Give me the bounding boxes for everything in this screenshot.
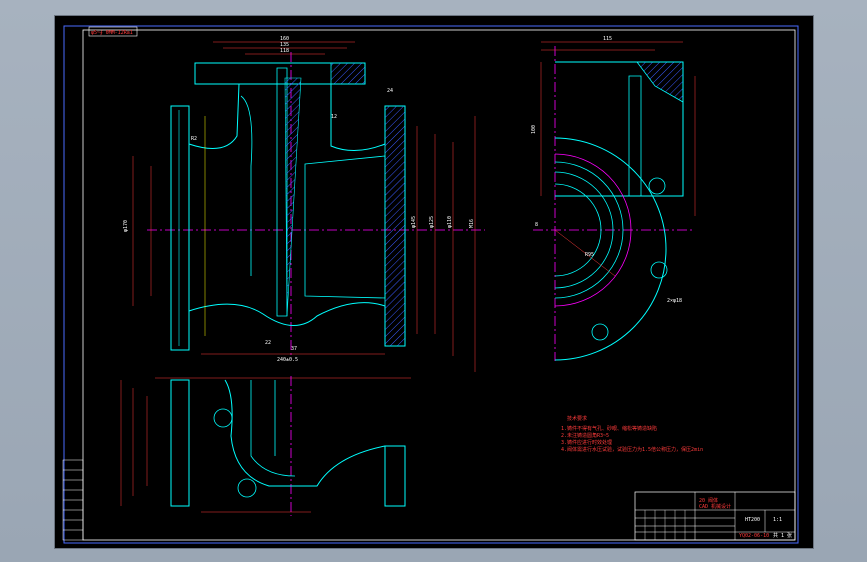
dim-front-1: 135 — [280, 42, 289, 48]
title-drawing-no: YQ02-06-10 — [739, 533, 769, 539]
front-section-view: 160 135 118 24 12 R2 φ170 φ145 φ125 φ110… — [123, 36, 485, 372]
side-view: 115 100 R95 8 2×φ18 — [531, 36, 696, 361]
bottom-view — [120, 376, 411, 516]
dim-front-4: 12 — [331, 114, 337, 120]
title-block: 20 阀体 CAD 机械设计 HT200 1:1 YQ02-06-10 共 1 … — [634, 491, 796, 541]
dim-front-12: 37 — [291, 346, 297, 352]
dim-front-6: φ170 — [123, 220, 129, 232]
dim-front-2: 118 — [280, 48, 289, 54]
dim-front-7: φ145 — [411, 216, 417, 228]
corner-tag-box — [88, 26, 138, 37]
dim-front-3: 24 — [387, 88, 393, 94]
tech-note-2: 2.未注铸造圆角R3~5 — [561, 432, 609, 439]
dim-front-0: 160 — [280, 36, 289, 42]
cad-viewport[interactable]: φ5~∮ 0MM-12Ra1 — [55, 16, 813, 548]
technical-notes: 技术要求 1.铸件不得有气孔、砂眼、缩松等铸造缺陷 2.未注铸造圆角R3~5 3… — [561, 415, 703, 453]
corner-tag-text: φ5~∮ 0MM-12Ra1 — [91, 30, 133, 36]
dim-front-13: 240±0.5 — [277, 357, 298, 363]
title-scale: 1:1 — [773, 517, 782, 523]
tech-notes-title: 技术要求 — [567, 415, 587, 422]
dim-side-3: 8 — [535, 222, 538, 228]
dim-front-8: φ125 — [429, 216, 435, 228]
outer-frame — [63, 25, 799, 544]
dim-side-4: 2×φ18 — [667, 298, 682, 304]
title-material: HT200 — [745, 517, 760, 523]
dim-front-10: M16 — [469, 219, 475, 228]
inner-frame — [82, 29, 796, 541]
tech-note-3: 3.铸件应进行时效处理 — [561, 439, 612, 446]
dim-front-11: 22 — [265, 340, 271, 346]
dim-side-0: 115 — [603, 36, 612, 42]
title-part-name: 20 阀体 — [699, 497, 718, 504]
drawing-canvas[interactable]: φ5~∮ 0MM-12Ra1 — [55, 16, 813, 548]
title-part-sub: CAD 机械设计 — [699, 503, 731, 510]
tech-note-1: 1.铸件不得有气孔、砂眼、缩松等铸造缺陷 — [561, 425, 657, 432]
tech-note-4: 4.阀体需进行水压试验，试验压力为1.5倍公称压力，保压2min — [561, 446, 703, 453]
dim-side-2: R95 — [585, 252, 594, 258]
dim-front-9: φ110 — [447, 216, 453, 228]
title-sheet: 共 1 张 — [773, 532, 792, 539]
dim-side-1: 100 — [531, 125, 537, 134]
revision-table — [62, 459, 84, 541]
dim-front-5: R2 — [191, 136, 197, 142]
